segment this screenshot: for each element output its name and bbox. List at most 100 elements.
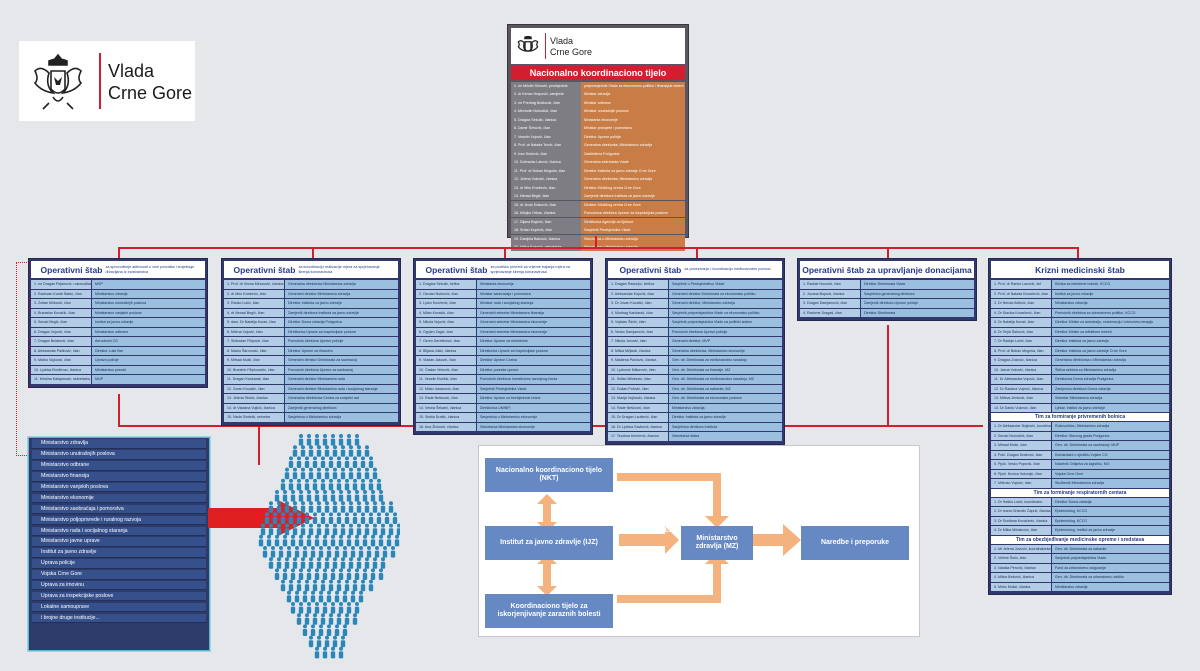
member-name: 2. Radovan Kostić Babić, član [31, 289, 91, 298]
person-icon [284, 557, 290, 569]
member-name: 16. Ana Živković, članica [416, 422, 476, 431]
member-name: 6. Milena Vujović, član [224, 327, 284, 336]
member-name: 14. Dr Darko Vuković, član [991, 403, 1051, 412]
process-flow-diagram: Nacionalno koordinaciono tijelo (NKT) In… [478, 445, 920, 637]
member-role: Generalni sekretar Ministarstva finansij… [477, 308, 590, 317]
person-icon [294, 590, 300, 603]
member-name: 18. Srđan Kuprivić, član [511, 226, 581, 235]
staff-title: Operativni štab [619, 264, 682, 275]
person-icon [364, 557, 370, 569]
member-name: 5. Vojislav Šimić, član [608, 318, 668, 327]
person-icon [316, 467, 322, 480]
member-name: 9. Marko Vujković, član [31, 356, 91, 365]
person-icon [384, 512, 390, 524]
person-icon [304, 456, 310, 468]
person-icon [314, 534, 320, 547]
person-icon [300, 523, 306, 536]
person-icon [296, 512, 302, 524]
member-name: 13. Rade Nešković, član [416, 394, 476, 403]
member-role: Zamjenik generalnog direktora [285, 403, 398, 412]
member-name: 2. dr Miro Knežević, član [224, 289, 284, 298]
member-name: 4. Milica Bešović, članica [991, 573, 1051, 582]
member-name: 1. Dragica Sekulić, šefica [416, 280, 476, 289]
person-icon [334, 624, 340, 636]
person-icon [394, 534, 400, 547]
person-icon [306, 534, 312, 547]
member-role: Pomoćnik direktora Uprave policije [285, 337, 398, 346]
person-icon [324, 557, 330, 569]
member-name: 4. Dr Slavica Kovačević, član [991, 308, 1051, 317]
member-role: Pomoćnik direktora Investiciono razvojno… [477, 375, 590, 384]
person-icon [342, 546, 348, 558]
person-icon [338, 646, 344, 659]
member-role: Ministarstvo unutrašnjih poslova [92, 299, 205, 308]
connector-line [887, 325, 889, 426]
member-name: 19. Danijela Babović, članica [511, 234, 581, 243]
member-role: Direktor Instituta za javno zdravlje [285, 299, 398, 308]
staff-title: Operativni štab [233, 264, 296, 275]
person-icon [340, 445, 346, 457]
top-box-brand-line-2: Crne Gore [550, 47, 593, 57]
connector-line [696, 247, 698, 258]
person-icon [308, 501, 314, 513]
person-icon [332, 557, 338, 569]
person-icon [302, 546, 308, 558]
flow-arrow-icon [537, 554, 557, 596]
member-role: Savjetnik potpredsjednika Vlade za ekono… [669, 308, 782, 317]
person-icon [334, 546, 340, 558]
member-name: 17. Teodora Knežević, članica [608, 432, 668, 441]
person-icon [310, 590, 316, 603]
person-icon [322, 534, 328, 547]
member-role: Generalni direktor, MVP [669, 337, 782, 346]
person-icon [322, 602, 328, 614]
member-name: 4. Radomir Dragaš, član [800, 308, 860, 317]
person-icon [264, 512, 270, 524]
person-icon [392, 512, 398, 524]
member-role: Direktorica Agencije za lijekove [581, 217, 685, 226]
person-icon [330, 646, 336, 659]
person-icon [344, 512, 350, 524]
member-role: Generalni direktor Ministarstva rada i s… [285, 384, 398, 393]
member-name: 1. Prof. dr Ranko Lazović, šef [991, 280, 1051, 289]
person-icon [368, 456, 374, 468]
person-icon [268, 557, 274, 569]
member-role: Sekretarka u Ministarstvu zdravlja [581, 234, 685, 243]
member-name: 10. Jasna Vuković, članica [991, 365, 1051, 374]
person-icon [354, 534, 360, 547]
person-icon [346, 568, 352, 580]
dotted-connector [16, 262, 27, 456]
member-role: Generalna direktorka, Ministarstvo zdrav… [581, 175, 685, 184]
person-icon [390, 546, 396, 558]
member-role: Ministar zdravlja [581, 90, 685, 99]
person-icon [314, 568, 320, 580]
staff-header: Krizni medicinski štab [991, 261, 1169, 278]
logo-divider [99, 53, 101, 109]
member-name: 6. Vesko Damjanović, član [608, 327, 668, 336]
person-icon [316, 635, 322, 648]
person-icon [352, 456, 358, 468]
member-name: 15. dr Jevto Eraković, član [511, 200, 581, 209]
staff-subtitle: za koordinaciju realizacije mjera za spr… [298, 265, 380, 274]
member-name: 16. Dr Ljubica Savković, članica [608, 422, 668, 431]
member-role: Ministarstvo zdravlja [92, 289, 205, 298]
logo-line-2: Crne Gore [108, 83, 193, 103]
top-box-brand-line-1: Vlada [550, 36, 574, 46]
flow-box-nkt: Nacionalno koordinaciono tijelo (NKT) [485, 458, 613, 492]
